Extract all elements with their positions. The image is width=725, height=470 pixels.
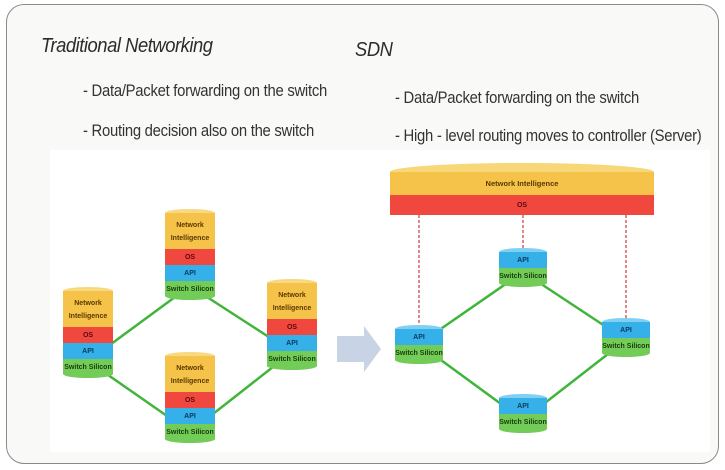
label-api: API [286, 340, 298, 347]
sdn-switch-bottom: API Switch Silicon [499, 394, 547, 433]
switch-bottom [499, 279, 547, 287]
label-network: Network [278, 292, 306, 299]
label-api: API [413, 334, 425, 341]
traditional-bullet-routing: - Routing decision also on the switch [83, 122, 315, 140]
layer-os [63, 327, 113, 343]
label-os: OS [185, 254, 195, 261]
label-api: API [620, 327, 632, 334]
layer-switch-silicon [499, 414, 547, 429]
label-api: API [184, 270, 196, 277]
layer-os [165, 392, 215, 408]
label-api: API [82, 348, 94, 355]
layer-os [267, 319, 317, 335]
label-network: Network [176, 222, 204, 229]
layer-intelligence [267, 283, 317, 319]
layer-api [165, 265, 215, 281]
layer-api [602, 322, 650, 338]
label-intelligence: Intelligence [171, 378, 210, 385]
label-api: API [517, 257, 529, 264]
label-network: Network [176, 365, 204, 372]
stack-bottom [165, 435, 215, 443]
controller-intelligence-label: Network Intelligence [486, 179, 559, 188]
traditional-bullet-forwarding: - Data/Packet forwarding on the switch [83, 82, 327, 100]
sdn-switch-right: API Switch Silicon [602, 318, 650, 357]
layer-switch-silicon [165, 281, 215, 296]
label-network: Network [74, 300, 102, 307]
layer-switch-silicon [63, 359, 113, 374]
sdn-bullet-controller: - High - level routing moves to controll… [395, 127, 702, 145]
layer-api [267, 335, 317, 351]
switch-bottom [602, 349, 650, 357]
transition-arrow-icon [337, 326, 381, 372]
layer-intelligence [63, 291, 113, 327]
label-switch-silicon: Switch Silicon [64, 364, 111, 371]
label-switch-silicon: Switch Silicon [499, 273, 546, 280]
switch-bottom [499, 425, 547, 433]
layer-switch-silicon [602, 338, 650, 353]
label-switch-silicon: Switch Silicon [268, 356, 315, 363]
controller-intelligence-layer [390, 172, 654, 195]
label-os: OS [185, 397, 195, 404]
label-switch-silicon: Switch Silicon [602, 343, 649, 350]
stack-bottom [165, 292, 215, 300]
sdn-title: SDN [355, 39, 393, 61]
switch-bottom [395, 356, 443, 364]
traditional-networking-title: Traditional Networking [41, 35, 213, 57]
layer-intelligence [165, 213, 215, 249]
label-api: API [517, 403, 529, 410]
label-switch-silicon: Switch Silicon [395, 350, 442, 357]
stack-bottom [63, 370, 113, 378]
stack-bottom [267, 362, 317, 370]
label-os: OS [287, 324, 297, 331]
label-intelligence: Intelligence [69, 313, 108, 320]
layer-api [165, 408, 215, 424]
layer-api [499, 398, 547, 414]
sdn-switch-left: API Switch Silicon [395, 325, 443, 364]
sdn-controller: Network Intelligence OS [390, 163, 654, 215]
label-switch-silicon: Switch Silicon [499, 419, 546, 426]
layer-intelligence [165, 356, 215, 392]
controller-os-label: OS [517, 202, 527, 209]
layer-api [499, 252, 547, 268]
label-intelligence: Intelligence [273, 305, 312, 312]
layer-switch-silicon [165, 424, 215, 439]
layer-switch-silicon [267, 351, 317, 366]
layer-switch-silicon [395, 345, 443, 360]
label-api: API [184, 413, 196, 420]
sdn-bullet-forwarding: - Data/Packet forwarding on the switch [395, 89, 639, 107]
label-intelligence: Intelligence [171, 235, 210, 242]
layer-switch-silicon [499, 268, 547, 283]
layer-api [395, 329, 443, 345]
layer-os [165, 249, 215, 265]
label-switch-silicon: Switch Silicon [166, 429, 213, 436]
sdn-switch-top: API Switch Silicon [499, 248, 547, 287]
layer-api [63, 343, 113, 359]
label-os: OS [83, 332, 93, 339]
controller-os-layer [390, 195, 654, 215]
label-switch-silicon: Switch Silicon [166, 286, 213, 293]
